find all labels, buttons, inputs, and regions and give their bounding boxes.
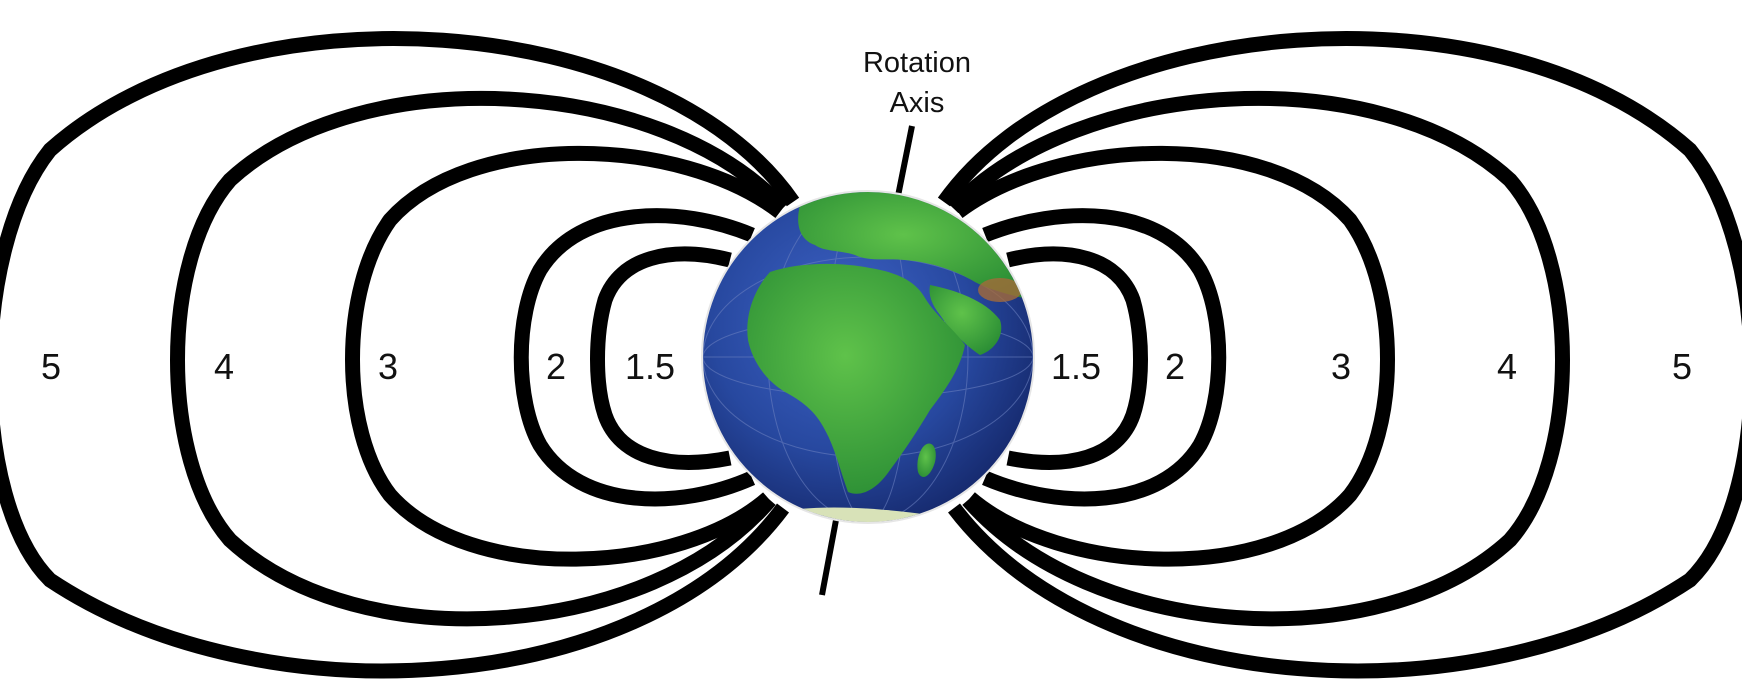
field-lines-right bbox=[937, 31, 1742, 679]
field-lines-left bbox=[0, 31, 800, 679]
field-line-left-4 bbox=[170, 90, 789, 627]
shell-label-right-5: 5 bbox=[1672, 346, 1692, 387]
field-line-left-2 bbox=[513, 208, 756, 507]
field-line-right-2 bbox=[982, 208, 1227, 507]
highlands bbox=[978, 278, 1022, 302]
shell-labels-left: 5 4 3 2 1.5 bbox=[41, 346, 675, 387]
antarctica-landmass bbox=[790, 507, 930, 522]
globe-rim bbox=[701, 190, 1035, 524]
field-line-right-5 bbox=[937, 31, 1742, 679]
earth-globe bbox=[701, 190, 1035, 524]
shell-label-right-4: 4 bbox=[1497, 346, 1517, 387]
field-line-left-3 bbox=[345, 145, 785, 567]
rotation-axis-label-line1: Rotation bbox=[863, 47, 971, 79]
field-line-left-5 bbox=[0, 31, 800, 679]
shell-label-left-2: 2 bbox=[546, 346, 566, 387]
madagascar-landmass bbox=[917, 443, 936, 477]
field-line-right-4 bbox=[947, 90, 1570, 627]
shell-label-left-3: 3 bbox=[378, 346, 398, 387]
rotation-axis-north bbox=[895, 125, 915, 197]
rotation-axis-label-line2: Axis bbox=[890, 87, 945, 119]
shell-label-right-1.5: 1.5 bbox=[1051, 346, 1101, 387]
field-line-right-1.5 bbox=[1006, 246, 1148, 470]
shell-label-left-1.5: 1.5 bbox=[625, 346, 675, 387]
arabia-landmass bbox=[929, 285, 1002, 355]
shell-label-right-3: 3 bbox=[1331, 346, 1351, 387]
field-line-right-3 bbox=[953, 145, 1395, 567]
shell-labels-right: 1.5 2 3 4 5 bbox=[1051, 346, 1692, 387]
rotation-axis-south bbox=[819, 519, 839, 596]
field-line-left-1.5 bbox=[590, 246, 732, 470]
rotation-axis bbox=[819, 125, 915, 596]
shell-label-right-2: 2 bbox=[1165, 346, 1185, 387]
shell-label-left-5: 5 bbox=[41, 346, 61, 387]
africa-landmass bbox=[747, 263, 965, 494]
shell-label-left-4: 4 bbox=[214, 346, 234, 387]
